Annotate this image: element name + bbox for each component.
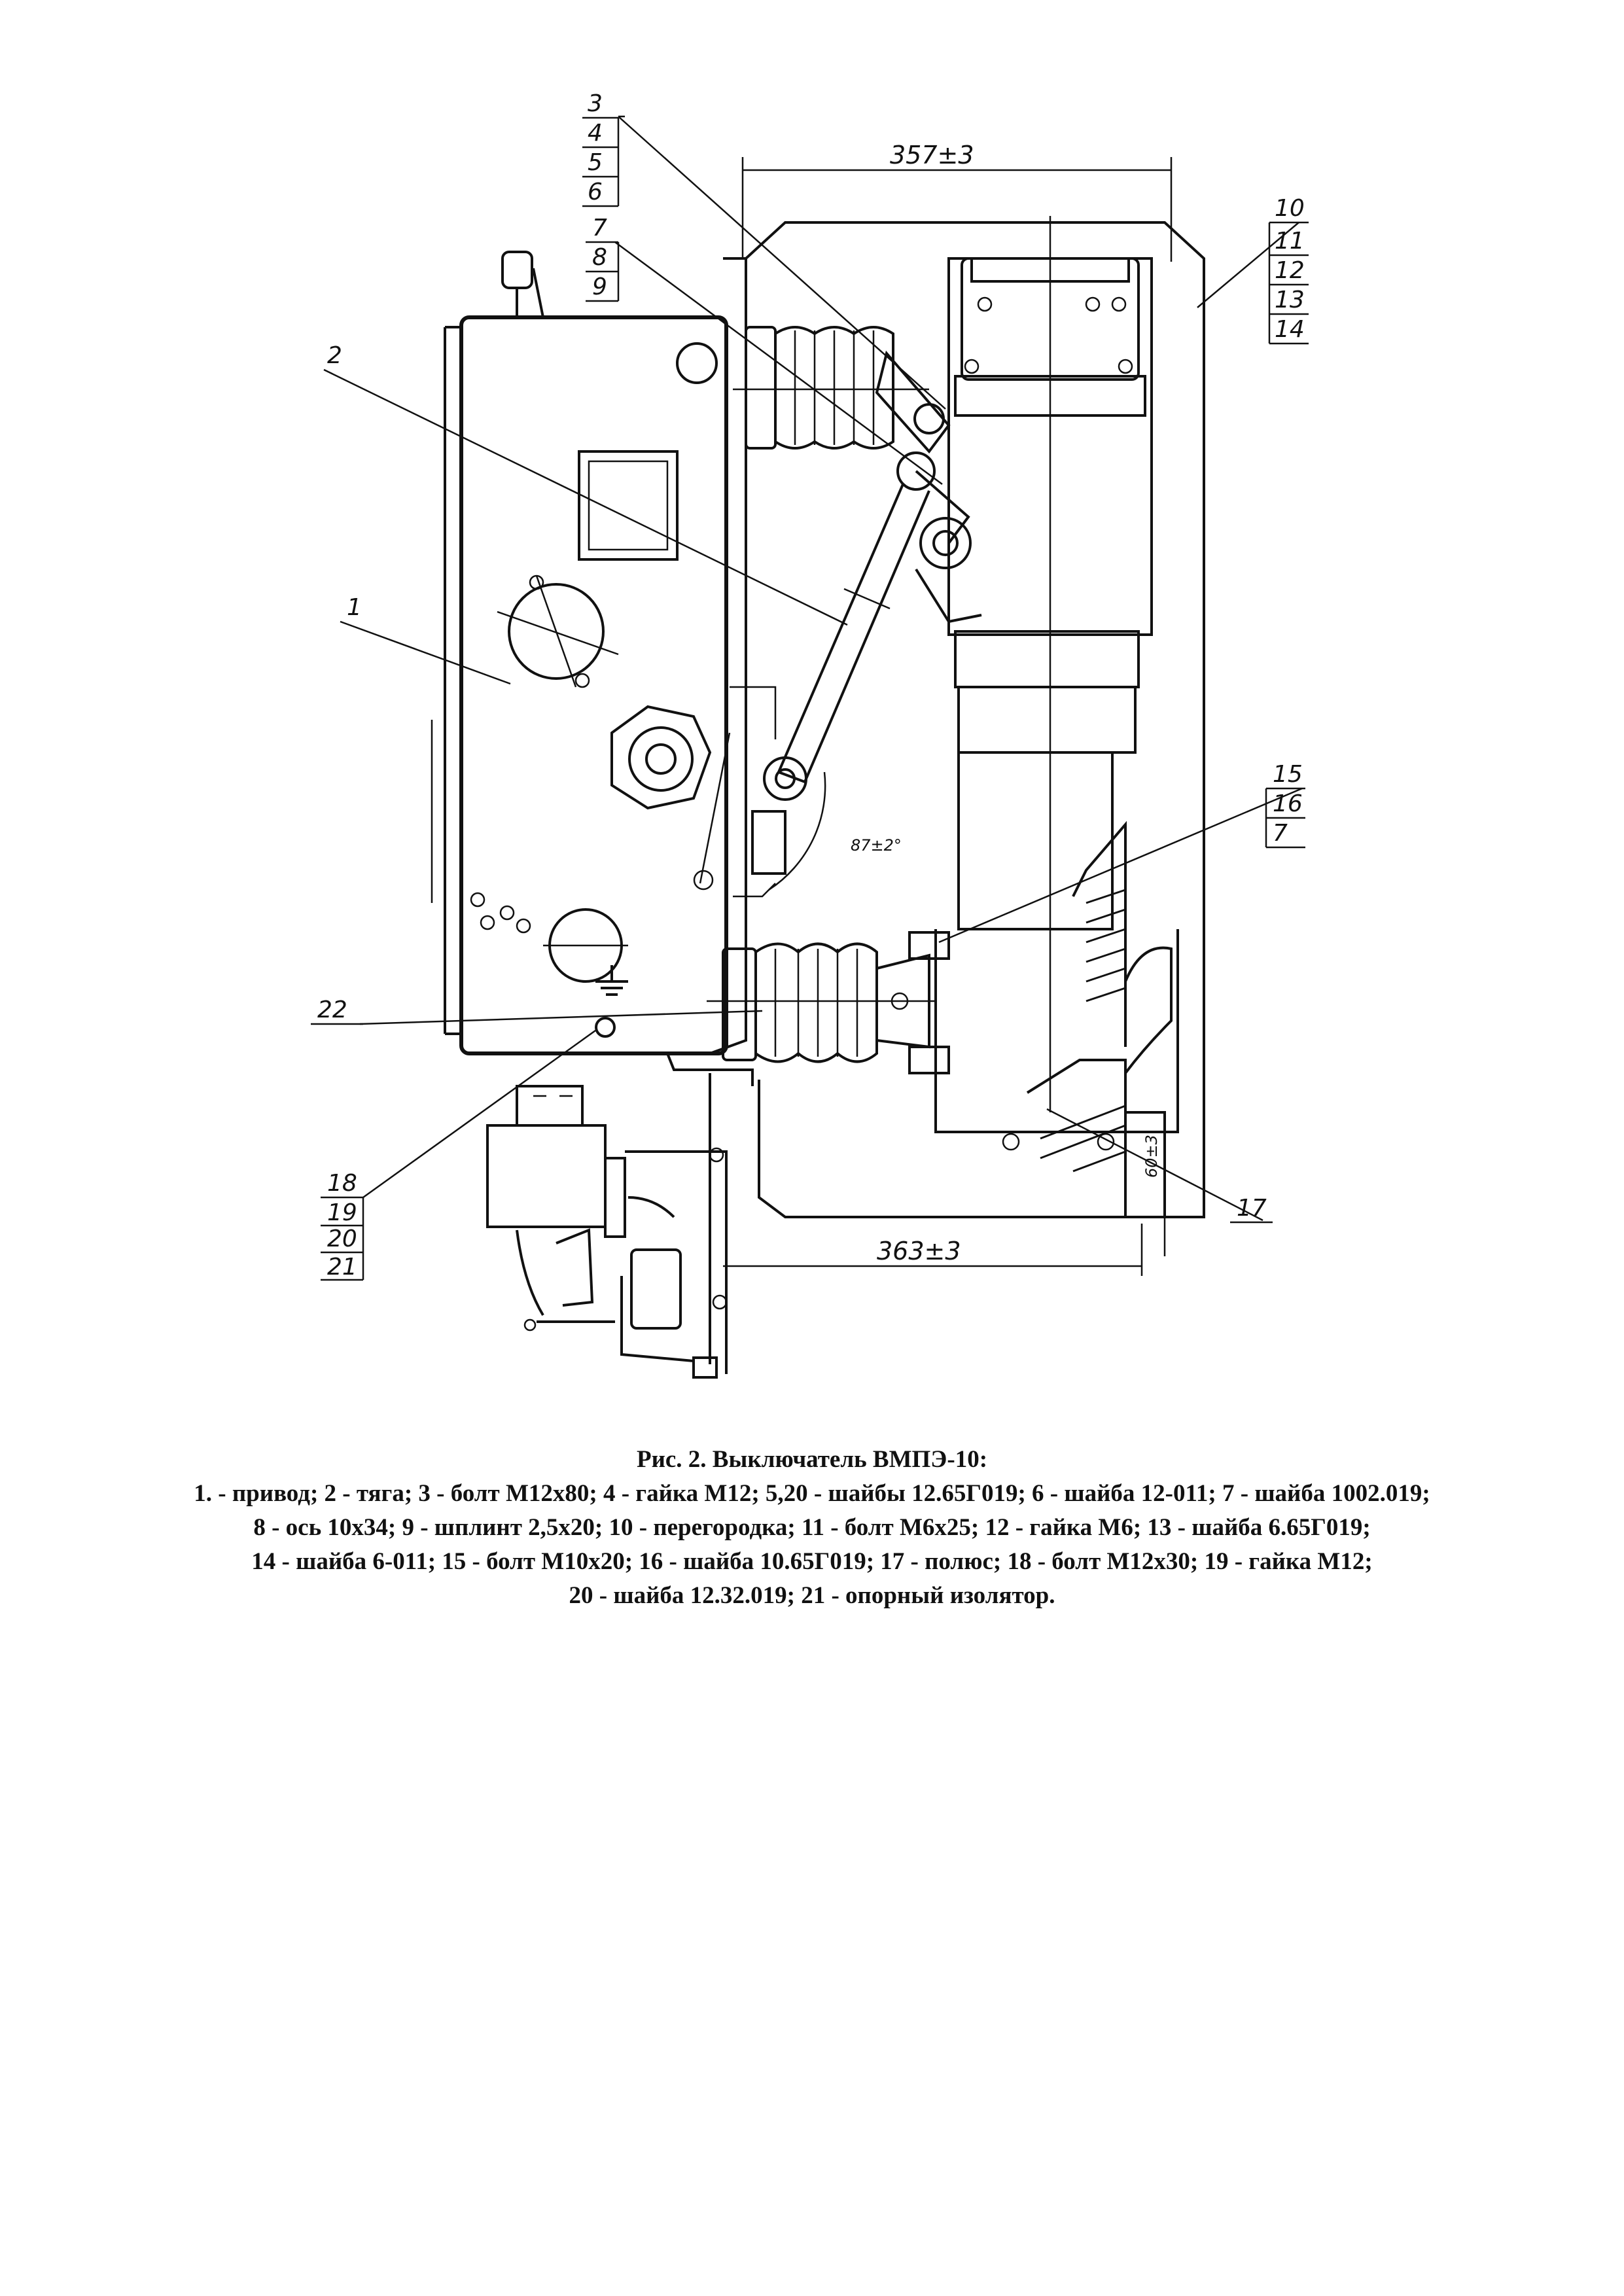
breaker-drawing: 357±3 363±3 87±2° 60±3 1 2 3 4 5 6 7 8 9 <box>311 90 1309 1379</box>
callout-7: 7 <box>592 215 607 241</box>
caption-line-3: 14 - шайба 6-011; 15 - болт М10х20; 16 -… <box>251 1548 1373 1575</box>
drive-cabinet <box>431 251 728 1055</box>
callout-19: 19 <box>327 1199 357 1226</box>
dimension-lines: 357±3 363±3 87±2° 60±3 <box>723 141 1173 1276</box>
callout-6: 6 <box>588 179 603 205</box>
callout-9: 9 <box>592 274 607 300</box>
callout-17: 17 <box>1237 1195 1267 1222</box>
callout-18: 18 <box>327 1170 357 1197</box>
callout-22: 22 <box>317 997 347 1023</box>
callout-5: 5 <box>588 149 603 176</box>
linkage-rod <box>693 350 982 898</box>
callout-15: 15 <box>1273 761 1303 788</box>
caption-line-4: 20 - шайба 12.32.019; 21 - опорный изоля… <box>569 1582 1055 1609</box>
callout-20: 20 <box>327 1226 357 1252</box>
caption-title: Рис. 2. Выключатель ВМПЭ-10: <box>636 1446 988 1473</box>
callout-2: 2 <box>327 342 342 369</box>
callout-12: 12 <box>1275 257 1305 284</box>
figure-caption: Рис. 2. Выключатель ВМПЭ-10: 1. - привод… <box>39 1443 1585 1613</box>
callout-8: 8 <box>592 244 607 271</box>
callout-21: 21 <box>327 1254 357 1280</box>
callout-11: 11 <box>1275 228 1305 255</box>
callout-16: 16 <box>1273 790 1303 817</box>
callout-7b: 7 <box>1273 820 1288 847</box>
pole-body <box>934 216 1179 1218</box>
lower-bracket <box>486 1052 754 1379</box>
lower-insulator <box>707 931 950 1074</box>
dim-angle: 87±2° <box>851 836 902 855</box>
callout-1: 1 <box>347 594 362 621</box>
upper-insulator <box>733 326 929 450</box>
callout-14: 14 <box>1275 316 1305 343</box>
caption-line-1: 1. - привод; 2 - тяга; 3 - болт М12х80; … <box>194 1480 1430 1507</box>
callout-10: 10 <box>1275 195 1305 222</box>
leader-lines <box>323 115 1303 1222</box>
dim-bottom: 363±3 <box>877 1237 961 1265</box>
dim-top: 357±3 <box>890 141 974 169</box>
callout-13: 13 <box>1275 287 1305 313</box>
dim-side: 60±3 <box>1142 1135 1161 1178</box>
callout-4: 4 <box>588 120 603 147</box>
callout-3: 3 <box>588 90 603 117</box>
callout-labels: 1 2 3 4 5 6 7 8 9 10 11 12 13 14 15 16 7 <box>311 90 1309 1281</box>
caption-line-2: 8 - ось 10х34; 9 - шплинт 2,5х20; 10 - п… <box>253 1514 1371 1541</box>
